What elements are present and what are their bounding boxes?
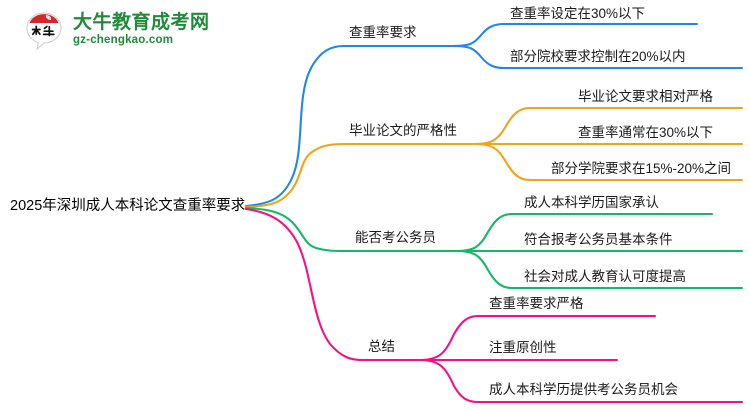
edge-center-to-branch-3 [244, 206, 346, 253]
logo-title: 大牛教育成考网 [73, 12, 210, 34]
branch-label-3[interactable]: 能否考公务员 [355, 230, 436, 245]
leaf-label-3-2[interactable]: 符合报考公务员基本条件 [524, 232, 673, 247]
edge-center-to-branch-2 [244, 142, 346, 209]
edge-branch-3-child-1 [454, 212, 514, 253]
mindmap-center-node[interactable]: 2025年深圳成人本科论文查重率要求 [10, 198, 246, 214]
leaf-label-3-1[interactable]: 成人本科学历国家承认 [524, 195, 659, 210]
branch-label-1[interactable]: 查重率要求 [349, 25, 417, 40]
leaf-label-4-1[interactable]: 查重率要求严格 [489, 296, 584, 311]
edge-branch-4-child-3 [418, 358, 480, 404]
leaf-label-1-1[interactable]: 查重率设定在30%以下 [510, 6, 646, 21]
leaf-label-4-2[interactable]: 注重原创性 [489, 340, 557, 355]
branch-label-2[interactable]: 毕业论文的严格性 [349, 123, 457, 138]
leaf-label-2-3[interactable]: 部分学院要求在15%-20%之间 [551, 161, 732, 176]
edge-center-to-branch-4 [244, 207, 364, 362]
edge-branch-4-child-1 [418, 314, 480, 362]
edge-branch-2-child-1 [472, 106, 532, 146]
leaf-label-2-2[interactable]: 查重率通常在30%以下 [578, 125, 714, 140]
logo-subtitle: gz-chengkao.com [73, 34, 174, 47]
daniu-seal-icon [22, 8, 66, 52]
edge-center-to-branch-1 [244, 44, 346, 208]
site-logo[interactable]: 大牛教育成考网 gz-chengkao.com [22, 8, 210, 52]
leaf-label-4-3[interactable]: 成人本科学历提供考公务员机会 [489, 382, 678, 397]
edge-branch-3-child-3 [454, 249, 514, 290]
leaf-label-2-1[interactable]: 毕业论文要求相对严格 [578, 89, 713, 104]
edge-branch-1-child-1 [450, 22, 506, 48]
leaf-label-1-2[interactable]: 部分院校要求控制在20%以内 [510, 49, 686, 64]
branch-label-4[interactable]: 总结 [368, 339, 395, 354]
edge-branch-2-child-3 [472, 142, 532, 182]
edge-branch-1-child-2 [450, 44, 506, 70]
leaf-label-3-3[interactable]: 社会对成人教育认可度提高 [524, 269, 686, 284]
